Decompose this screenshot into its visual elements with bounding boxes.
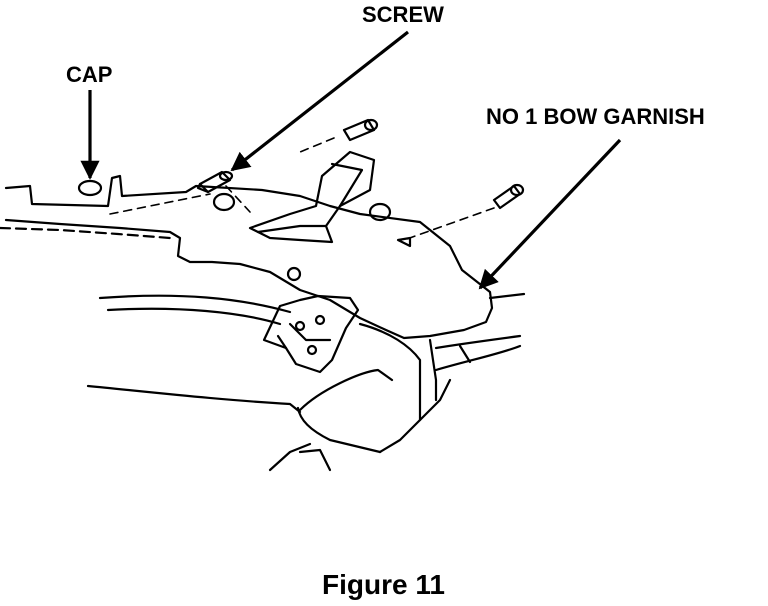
cap-label: CAP: [66, 62, 112, 87]
roof-frame: [98, 294, 292, 314]
garnish-leader: [478, 138, 622, 290]
figure-caption: Figure 11: [322, 569, 445, 600]
latch: [262, 294, 360, 374]
screw-leader: [230, 30, 409, 172]
hinge-bracket: [248, 150, 376, 244]
small-hole: [286, 266, 302, 282]
screw-part: [342, 118, 379, 142]
garnish-panel: [4, 174, 494, 340]
screw-hole: [212, 192, 236, 212]
screw-label: SCREW: [362, 2, 444, 27]
screw-hole: [368, 202, 392, 222]
garnish-label: NO 1 BOW GARNISH: [486, 104, 705, 129]
screw-part: [196, 170, 234, 194]
cap-part: [77, 179, 103, 197]
screw-part: [492, 183, 525, 210]
